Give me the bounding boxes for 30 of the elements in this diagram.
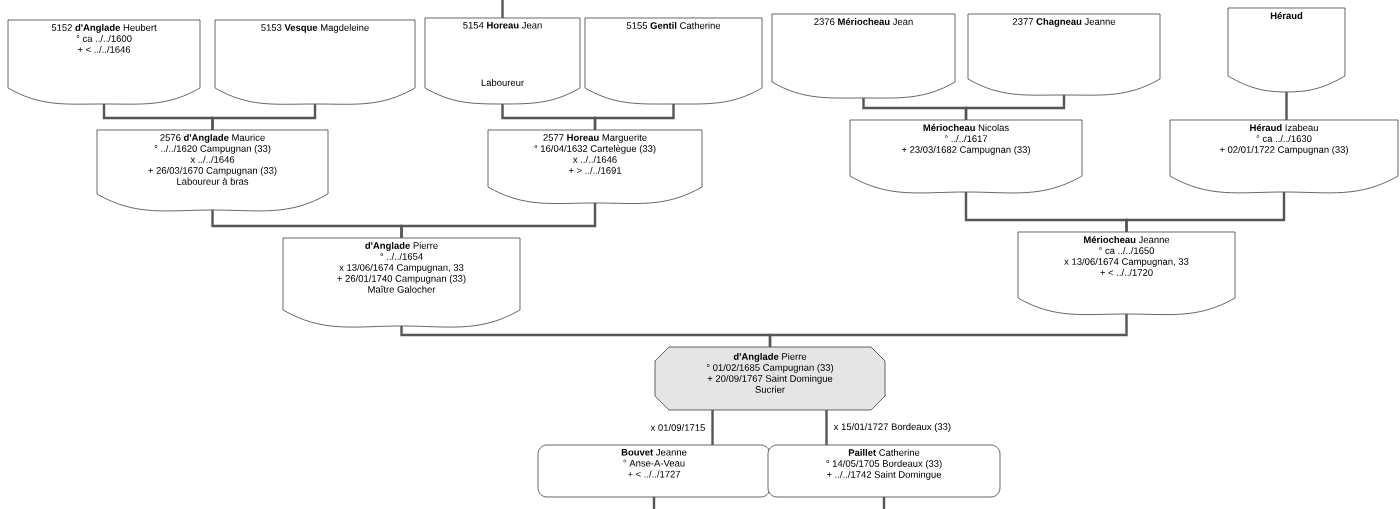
edge-label: x 01/09/1715 [649, 423, 707, 432]
person-box: Mériocheau Nicolas ° ../../1617 + 23/03/1682 Campugnan (33) [849, 119, 1083, 194]
connector-line [652, 497, 656, 509]
person-box: 2376 Mériocheau Jean [771, 13, 956, 99]
connector-line [882, 497, 886, 509]
connector-line [825, 410, 828, 445]
connector-line [1285, 92, 1288, 120]
connector-line [501, 0, 504, 18]
person-box: 2576 d'Anglade Maurice ° ../../1620 Campugnan (33) x ../../1646 + 26/03/1670 Campugnan (33) Laboureur à bras [96, 129, 329, 212]
spouse-box: Bouvet Jeanne ° Anse-A-Veau + < ../../1727 [537, 444, 771, 498]
person-box: 2377 Chagneau Jeanne [967, 13, 1161, 96]
person-box: 2577 Horeau Marguerite ° 16/04/1632 Cartelègue (33) x ../../1646 + > ../../1691 [487, 129, 703, 204]
connector-line [768, 314, 1128, 347]
person-box: d'Anglade Pierre ° ../../1654 x 13/06/1674 Campugnan, 33 + 26/01/1740 Campugnan (33) Maître Galocher [282, 237, 521, 328]
edge-label: x 15/01/1727 Bordeaux (33) [832, 422, 953, 433]
person-box: Héraud [1227, 7, 1346, 93]
person-box: Héraud Izabeau ° ca ../../1630 + 02/01/1722 Campugnan (33) [1169, 119, 1399, 194]
connector-line [964, 95, 1066, 120]
person-box: 5153 Vesque Magdeleine [214, 19, 416, 105]
connector-line [711, 410, 714, 445]
spouse-box: Paillet Catherine ° 14/05/1705 Bordeaux (33) + ../../1742 Saint Domingue [767, 444, 1001, 498]
person-box: 5152 d'Anglade Heubert ° ca ../../1600 + < ../../1646 [7, 19, 201, 105]
person-box: d'Anglade Pierre ° 01/02/1685 Campugnan (33) + 20/09/1767 Saint Domingue Sucrier [654, 346, 886, 411]
connector-line [211, 104, 317, 130]
connector-line [1125, 192, 1286, 232]
person-box: Mériocheau Jeanne ° ca ../../1650 x 13/06/1674 Campugnan, 33 + < ../../1720 [1017, 231, 1236, 315]
person-box: 5155 Gentil Catherine [584, 17, 763, 105]
connector-line [400, 203, 597, 238]
person-box: 5154 Horeau Jean Laboureur [424, 17, 581, 105]
connector-line [593, 104, 675, 130]
